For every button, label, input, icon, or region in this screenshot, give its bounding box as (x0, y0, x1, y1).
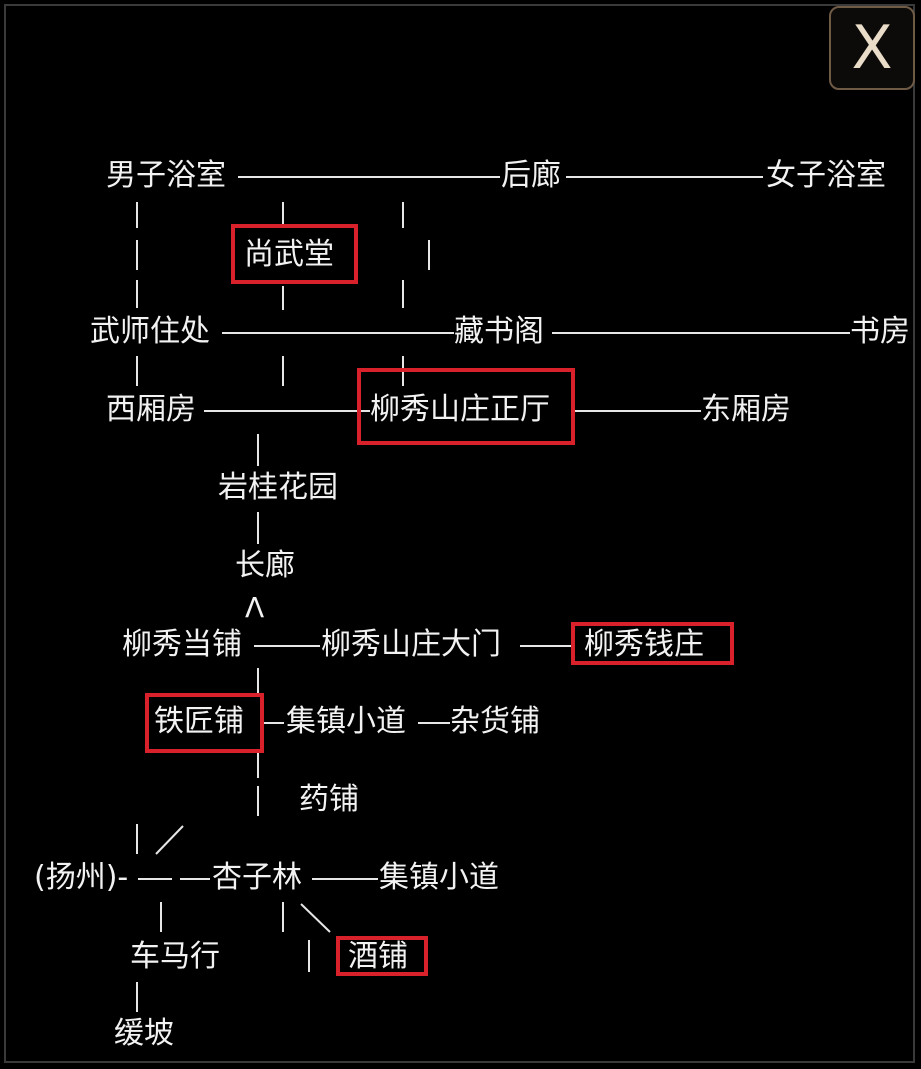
location-dongxiangfang[interactable]: 东厢房 (701, 392, 791, 427)
location-shufang[interactable]: 书房 (850, 314, 910, 349)
path-line (418, 722, 450, 724)
location-jiupu[interactable]: 酒铺 (348, 939, 408, 974)
path-line (520, 645, 574, 647)
path-line (575, 410, 701, 412)
location-zahuopu[interactable]: 杂货铺 (450, 704, 540, 739)
highlight-qianzhuang (571, 622, 734, 665)
path-line (138, 878, 172, 880)
path-line (282, 902, 284, 932)
location-dangpu[interactable]: 柳秀当铺 (122, 627, 242, 662)
path-line (257, 786, 259, 816)
path-line (282, 202, 284, 226)
location-wushi-zhuchu[interactable]: 武师住处 (90, 314, 210, 349)
location-xixiangfang[interactable]: 西厢房 (106, 392, 196, 427)
path-line (136, 824, 138, 854)
location-chemahang[interactable]: 车马行 (130, 939, 220, 974)
location-nanzi-yushi[interactable]: 男子浴室 (106, 158, 226, 193)
location-yangui-huayuan[interactable]: 岩桂花园 (218, 470, 338, 505)
map-panel (4, 4, 915, 1063)
location-nvzi-yushi[interactable]: 女子浴室 (766, 158, 886, 193)
path-line (222, 332, 454, 334)
up-arrow-icon: Λ (245, 591, 265, 624)
path-line (136, 280, 138, 308)
close-icon: X (851, 13, 893, 83)
location-qianzhuang[interactable]: 柳秀钱庄 (584, 627, 704, 662)
path-line (180, 878, 210, 880)
location-xingzilin[interactable]: 杏子林 (212, 860, 302, 895)
path-line (402, 202, 404, 228)
location-yaopu[interactable]: 药铺 (299, 782, 359, 817)
highlight-jiupu (336, 936, 428, 976)
path-line (402, 280, 404, 308)
path-line (136, 356, 138, 386)
path-line (282, 286, 284, 310)
location-huanpo[interactable]: 缓坡 (114, 1016, 174, 1051)
path-line (308, 940, 310, 972)
path-line (160, 902, 162, 932)
path-line (136, 982, 138, 1012)
location-yangzhou[interactable]: (扬州)- (34, 860, 129, 895)
location-jizhen-xiaodao-2[interactable]: 集镇小道 (379, 860, 499, 895)
location-cangshuge[interactable]: 藏书阁 (454, 314, 544, 349)
location-jizhen-xiaodao-1[interactable]: 集镇小道 (286, 704, 406, 739)
location-shangwutang[interactable]: 尚武堂 (244, 237, 334, 272)
path-line (312, 878, 378, 880)
path-line (238, 176, 500, 178)
location-changlang[interactable]: 长廊 (235, 548, 295, 583)
path-line (257, 434, 259, 466)
path-line (282, 356, 284, 386)
path-line (552, 332, 850, 334)
location-damen[interactable]: 柳秀山庄大门 (321, 627, 501, 662)
path-line (136, 240, 138, 270)
path-line (257, 512, 259, 544)
path-line (254, 645, 320, 647)
location-tiejiangpu[interactable]: 铁匠铺 (154, 704, 244, 739)
location-zhengting[interactable]: 柳秀山庄正厅 (370, 392, 550, 427)
path-line (257, 752, 259, 778)
path-line (257, 668, 259, 694)
path-line (566, 176, 763, 178)
location-houlang[interactable]: 后廊 (501, 158, 561, 193)
close-button[interactable]: X (829, 6, 915, 90)
path-line (136, 202, 138, 228)
path-line (204, 410, 370, 412)
path-line (264, 722, 284, 724)
highlight-shangwutang (231, 224, 358, 284)
highlight-zhengting (357, 368, 575, 445)
highlight-tiejiangpu (145, 693, 264, 753)
path-line (428, 240, 430, 270)
